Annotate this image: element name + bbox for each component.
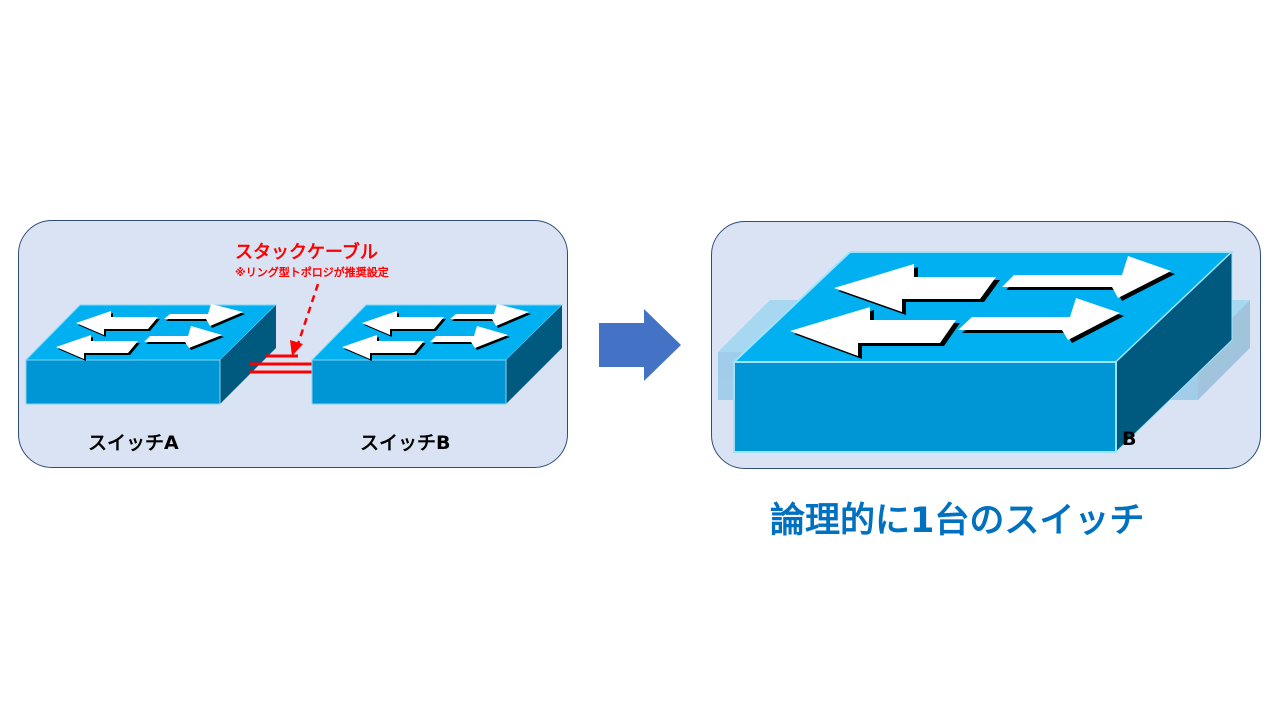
hidden-switch-b-label: B [1122,428,1137,450]
logical-switch-icon [731,250,1235,454]
transition-arrow [599,309,681,381]
switch-a-label: スイッチA [88,432,179,454]
stack-cable-note: ※リング型トポロジが推奨設定 [235,266,389,279]
stack-cable-label: スタックケーブル [235,242,378,263]
stack-cable [250,354,314,374]
cable-pointer-arrow [290,283,320,356]
switch-b-icon [310,304,564,405]
switch-b-label: スイッチB [360,432,451,454]
switch-a-icon [24,304,278,405]
logical-switch-caption: 論理的に1台のスイッチ [770,501,1145,541]
